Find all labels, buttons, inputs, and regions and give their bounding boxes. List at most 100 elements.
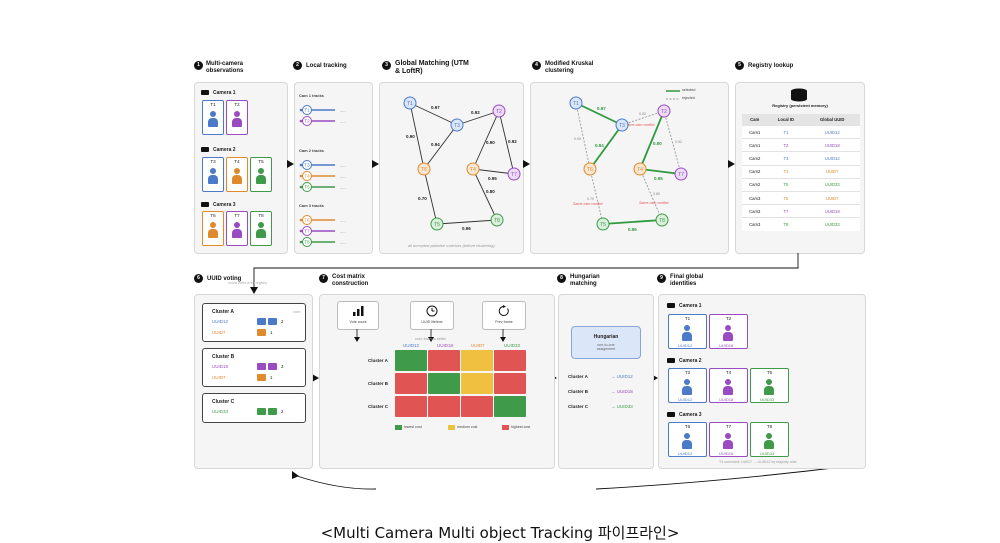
step-6-number: 6: [194, 274, 203, 283]
svg-text:T2: T2: [496, 109, 502, 115]
svg-text:0.92: 0.92: [471, 110, 480, 115]
svg-text:T3: T3: [454, 123, 460, 129]
cost-cell: [461, 396, 493, 417]
assign-cluster: Cluster C: [568, 404, 589, 409]
camera-3-row: Camera 3: [201, 202, 236, 208]
assign-uuid: → UUID18: [611, 389, 633, 394]
svg-text:0.80: 0.80: [653, 192, 660, 196]
svg-text:0.92: 0.92: [508, 139, 517, 144]
person-card-t6: T6: [202, 211, 224, 246]
panel-cost-matrix: Vote count UUID lifetime Prev frame cost…: [319, 294, 555, 469]
panel-uuid-voting: Cluster A vote UUID12 2 UUID7 1 Cluster …: [194, 294, 313, 469]
svg-text:0.96: 0.96: [628, 227, 637, 232]
cost-cell: [428, 396, 460, 417]
step-9-title: Final global identities: [670, 274, 704, 287]
svg-text:T7: T7: [678, 172, 684, 178]
col-header: UUID12: [403, 343, 420, 348]
kruskal-graph: 0.97 0.94 0.90 0.95 0.96 Same-cam confli…: [569, 90, 688, 232]
camera-icon: [667, 358, 675, 364]
cost-note: cost: lower is better: [415, 337, 446, 341]
cost-cell: [461, 350, 493, 371]
svg-text:T5: T5: [304, 185, 310, 190]
cost-cell: [428, 350, 460, 371]
clock-icon: [426, 305, 438, 317]
step-6-title: UUID voting: [207, 276, 242, 282]
step-3-number: 3: [382, 61, 391, 70]
cost-cell: [494, 396, 526, 417]
svg-text:T8: T8: [659, 218, 665, 224]
svg-text:T6: T6: [421, 167, 427, 173]
svg-text:0.90: 0.90: [406, 134, 415, 139]
step-8-number: 8: [557, 274, 566, 283]
person-card-t4: T4: [226, 157, 248, 192]
step-4-title: Modified Kruskal clustering: [545, 61, 594, 74]
camera-icon: [667, 303, 675, 309]
svg-text:0.94: 0.94: [431, 142, 440, 147]
step-9-number: 9: [657, 274, 666, 283]
legend-rejected: rejected: [682, 96, 695, 100]
legend-medium: medium cost: [457, 425, 478, 429]
cam2-tracks-label: Cam 2 tracks: [299, 148, 324, 153]
svg-text:T3: T3: [304, 163, 310, 168]
row-header: Cluster C: [368, 404, 389, 409]
svg-text:0.96: 0.96: [462, 226, 471, 231]
step-5-number: 5: [735, 61, 744, 70]
legend-selected: selected: [682, 88, 696, 92]
cost-cell: [428, 373, 460, 394]
registry-header-uuid: Global UUID: [804, 114, 860, 126]
step-1-number: 1: [194, 61, 203, 70]
camera-1-row: Camera 1: [201, 90, 236, 96]
panel-hungarian: Hungarian one-to-one assignment Cluster …: [558, 294, 654, 469]
panel-observations: Camera 1 T1 T2 Camera 2 T3 T4 T5 Camera …: [194, 82, 288, 254]
svg-text:T2: T2: [661, 109, 667, 115]
svg-text:T5: T5: [434, 222, 440, 228]
database-icon: [791, 88, 807, 102]
cost-cell: [494, 373, 526, 394]
person-card-t2: T2: [226, 100, 248, 135]
track-ellipsis: .....: [340, 185, 346, 190]
step-7-number: 7: [319, 274, 328, 283]
panel-global-matching: 0.97 0.92 0.90 0.94 0.90 0.92 0.70 0.95 …: [379, 82, 524, 254]
cost-cell: [395, 373, 427, 394]
svg-text:T4: T4: [470, 167, 476, 173]
prev-frame-box: Prev frame: [482, 301, 526, 330]
svg-text:T2: T2: [304, 119, 310, 124]
svg-text:T6: T6: [587, 167, 593, 173]
cluster-card-b: Cluster B UUID18 2 UUID7 1: [202, 348, 306, 387]
registry-header-cam: Cam: [742, 114, 768, 126]
svg-text:Same-cam conflict: Same-cam conflict: [625, 123, 656, 127]
row-header: Cluster B: [368, 381, 389, 386]
cluster-card-c: Cluster C UUID33 2: [202, 393, 306, 423]
track-ellipsis: .....: [340, 108, 346, 113]
final-note: T4 corrected: UUID7 → UUID12 by majority…: [719, 460, 797, 464]
svg-text:0.97: 0.97: [597, 106, 606, 111]
svg-text:T5: T5: [600, 222, 606, 228]
track-ellipsis: .....: [340, 240, 346, 245]
col-header: UUID33: [504, 343, 521, 348]
cost-cell: [395, 350, 427, 371]
cost-cell: [461, 373, 493, 394]
track-lines: T1 T2 T3 T4 T5 T6 T7 T8: [299, 105, 335, 247]
step-8-title: Hungarian matching: [570, 274, 600, 287]
svg-text:T4: T4: [304, 174, 310, 179]
figure-caption: <Multi Camera Multi object Tracking 파이프라…: [320, 524, 680, 542]
svg-text:0.90: 0.90: [574, 137, 581, 141]
step-3-title: Global Matching (UTM & LoftR): [395, 60, 469, 75]
svg-text:T6: T6: [304, 218, 310, 223]
svg-text:0.97: 0.97: [431, 105, 440, 110]
svg-text:0.92: 0.92: [639, 112, 646, 116]
assign-uuid: → UUID33: [611, 404, 633, 409]
step-2-title: Local tracking: [306, 63, 347, 69]
bar-chart-icon: [353, 306, 364, 316]
person-card-t1: T1: [202, 100, 224, 135]
